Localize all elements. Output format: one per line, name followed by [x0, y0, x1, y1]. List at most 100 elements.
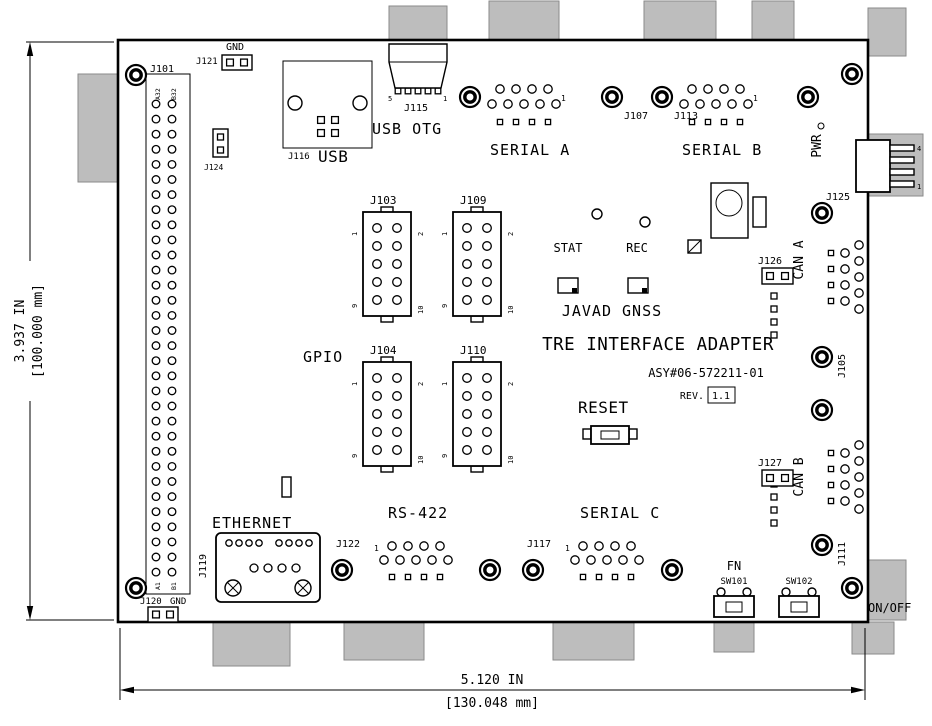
j121-label: J121	[196, 57, 218, 67]
j126-pads	[765, 271, 790, 281]
ethernet-label: ETHERNET	[212, 514, 292, 532]
pin4-label: 4	[917, 145, 921, 153]
pin-b1-label: B1	[170, 582, 178, 590]
serial-b-pins-row2	[679, 99, 753, 109]
sw102-pin	[807, 587, 817, 597]
rev-box	[707, 386, 736, 404]
mounting-hole	[650, 85, 674, 109]
gpio-label: GPIO	[303, 348, 343, 366]
sw101-actuator	[725, 601, 743, 613]
j124-pads	[216, 133, 225, 154]
mounting-hole	[840, 62, 864, 86]
sw102-actuator	[790, 601, 808, 613]
serial-a-pins-row2	[487, 99, 561, 109]
misc-components	[281, 182, 767, 498]
pin2-label: 2	[507, 382, 515, 386]
mounting-hole	[478, 558, 502, 582]
j107-label: J107	[624, 111, 648, 122]
j115-label: J115	[404, 103, 428, 114]
rj45-pins-right	[275, 539, 313, 547]
j116-label: J116	[288, 152, 310, 162]
j120-gnd-jumper: J120 GND	[140, 597, 186, 623]
reset-button: RESET	[578, 398, 638, 445]
rs422-shell	[343, 621, 425, 661]
rec-label: REC	[626, 241, 648, 255]
serial-a-label: SERIAL A	[490, 141, 570, 159]
j101-connector: J101 A32 B32 A1 B1	[145, 64, 191, 595]
mounting-hole	[124, 63, 148, 87]
rj45-pins-left	[225, 539, 263, 547]
pwr-pin1-marker	[817, 122, 825, 130]
ethernet-shell	[212, 621, 291, 667]
pin-b32-label: B32	[170, 88, 178, 100]
arrowhead-right	[851, 686, 865, 694]
pwr-connector: 4 1 PWR J125	[810, 122, 921, 203]
pin-a32-label: A32	[154, 88, 162, 100]
j126-label: J126	[758, 256, 782, 267]
j101-label: J101	[150, 64, 174, 75]
fn-button-shell	[713, 621, 755, 653]
j111-label: J111	[837, 542, 848, 566]
mounting-holes	[124, 62, 864, 600]
j124-jumper: J124	[204, 128, 229, 172]
rs422-pads	[388, 573, 444, 581]
usb-otg-connector: 5 1 J115 USB OTG	[372, 43, 448, 138]
serial-b-label: SERIAL B	[682, 141, 762, 159]
sw101-body	[713, 595, 755, 618]
pin1-label: 1	[441, 382, 449, 386]
right-top-shell	[867, 7, 907, 57]
pin2-label: 2	[417, 232, 425, 236]
rj45-pins-center	[249, 563, 301, 573]
sw101-pin	[742, 587, 752, 597]
j127-pads	[765, 473, 790, 483]
can-a-label: CAN A	[792, 240, 807, 279]
usb-otg-body	[388, 43, 448, 89]
j103-pins	[372, 223, 402, 305]
sw102-pin	[781, 587, 791, 597]
arrowhead-up	[26, 42, 34, 56]
sw101-pin	[716, 587, 726, 597]
rj45-mount-hole	[294, 579, 312, 597]
small-component	[752, 196, 767, 228]
mounting-hole	[124, 576, 148, 600]
assembly-number: ASY#06-572211-01	[648, 366, 764, 380]
header-j109: J109 1 2 9 10	[441, 194, 515, 323]
rj45-mount-hole	[224, 579, 242, 597]
j104-label: J104	[370, 344, 397, 357]
serial-b-connector: 1 SERIAL B J113	[674, 84, 762, 159]
mounting-hole	[458, 85, 482, 109]
reset-actuator	[600, 430, 620, 440]
serial-c-pins-row1	[578, 541, 636, 551]
onoff-button-shell	[851, 621, 895, 655]
reset-pad	[582, 428, 592, 440]
sw101-label: SW101	[720, 577, 747, 587]
pin1-label: 1	[565, 544, 570, 553]
dim-height: 3.937 IN [100.000 mm]	[8, 41, 114, 621]
can-b-pins-col2	[854, 440, 864, 514]
width-inches: 5.120 IN	[461, 673, 524, 688]
gnd-top-label: GND	[226, 42, 244, 53]
arrowhead-down	[26, 606, 34, 620]
reset-label: RESET	[578, 398, 629, 417]
reset-body	[590, 425, 630, 445]
mounting-hole	[810, 533, 834, 557]
ethernet-connector: ETHERNET J119	[198, 514, 321, 603]
j109-body	[452, 211, 502, 317]
j109-label: J109	[460, 194, 487, 207]
reset-pad	[628, 428, 638, 440]
pin1-label: 1	[351, 382, 359, 386]
j122-label: J122	[336, 539, 360, 550]
j101-pins	[151, 99, 177, 577]
mounting-hole	[810, 201, 834, 225]
rs422-label: RS-422	[388, 504, 448, 522]
pwr-body	[855, 139, 891, 193]
j110-pins	[462, 373, 492, 455]
pin1-label: 1	[917, 183, 921, 191]
pin1-label: 1	[753, 94, 758, 103]
right-bottom-shell	[867, 559, 907, 621]
gnd-bottom-label: GND	[170, 597, 186, 607]
j127-jumper: J127	[758, 458, 794, 487]
usb-otg-label: USB OTG	[372, 120, 442, 138]
pin10-label: 10	[507, 456, 515, 464]
usb-mount-hole	[287, 95, 303, 111]
